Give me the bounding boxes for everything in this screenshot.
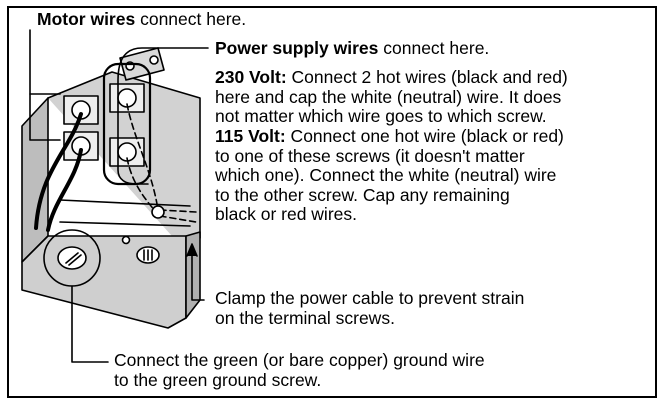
ground-instruction: Connect the green (or bare copper) groun… <box>114 350 485 390</box>
instructions-115v: 115 Volt: Connect one hot wire (black or… <box>215 126 564 225</box>
motor-wires <box>34 112 83 232</box>
ground-symbol-icon <box>136 246 160 264</box>
ground-callout-line <box>71 285 109 363</box>
terminal-screw-icons <box>71 55 159 245</box>
clamp-instruction: Clamp the power cable to prevent strain … <box>215 288 525 328</box>
clamp-arrow-icon <box>186 243 198 257</box>
instructions-230v: 230 Volt: Connect 2 hot wires (black and… <box>215 67 568 127</box>
power-supply-wires <box>126 103 197 223</box>
power-terminals-highlight <box>102 62 152 186</box>
motor-wires-label: Motor wires connect here. <box>37 9 247 29</box>
screw-icon <box>121 235 131 245</box>
motor-callout-line <box>29 29 61 141</box>
cable-clamp-icon <box>151 205 165 219</box>
power-supply-label: Power supply wires connect here. <box>215 38 490 58</box>
clamp-callout-line <box>191 249 205 301</box>
screw-icon <box>149 55 159 65</box>
